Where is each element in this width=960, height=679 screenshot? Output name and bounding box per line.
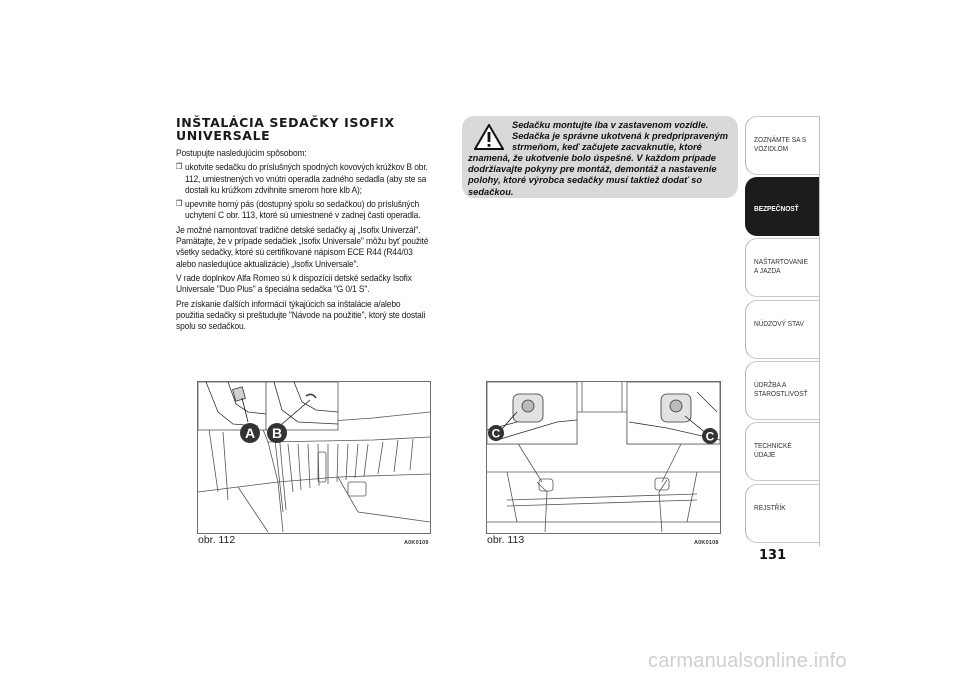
bullet-item: ❒ ukotvite sedačku do príslušných spodný… — [176, 161, 430, 195]
tab-label: NÚDZOVÝ STAV — [754, 319, 804, 328]
callout-label-a: A — [245, 425, 255, 441]
paragraph: Je možné namontovať tradičné detské seda… — [176, 223, 429, 269]
tab-label: ÚDRŽBA A STAROSTLIVOSŤ — [754, 380, 808, 398]
tab-nastartovanie[interactable]: NAŠTARTOVANIE A JAZDA — [745, 238, 820, 297]
seat-anchor-illustration: A B — [198, 382, 430, 533]
chapter-tabs: ZOZNÁMTE SA S VOZIDLOM BEZPEČNOSŤ NAŠTAR… — [745, 116, 820, 546]
figure-code: A0K0108 — [694, 540, 719, 546]
tab-label: TECHNICKÉ ÚDAJE — [754, 441, 792, 459]
warning-box: Sedačku montujte iba v zastavenom vozidl… — [462, 116, 738, 198]
tab-label: REJSTŘÍK — [754, 503, 786, 512]
tab-divider — [819, 116, 820, 546]
figure-code: A0K0109 — [404, 540, 429, 546]
bullet-text: ukotvite sedačku do príslušných spodných… — [185, 161, 428, 195]
section-heading: INŠTALÁCIA SEDAČKY ISOFIX UNIVERSALE — [176, 115, 395, 143]
warning-triangle-icon — [474, 124, 504, 150]
figure-112: A B — [197, 381, 431, 534]
warning-text: Sedačku montujte iba v zastavenom vozidl… — [468, 120, 728, 197]
checkbox-bullet-icon: ❒ — [176, 199, 183, 209]
tab-zoznamte-sa[interactable]: ZOZNÁMTE SA S VOZIDLOM — [745, 116, 820, 175]
tab-udrzba[interactable]: ÚDRŽBA A STAROSTLIVOSŤ — [745, 361, 820, 420]
tab-technicke-udaje[interactable]: TECHNICKÉ ÚDAJE — [745, 422, 820, 481]
bullet-item: ❒ upevnite horný pás (dostupný spolu so … — [176, 198, 430, 221]
tab-nudzovy-stav[interactable]: NÚDZOVÝ STAV — [745, 300, 820, 359]
figure-caption: obr. 113 — [487, 534, 525, 546]
checkbox-bullet-icon: ❒ — [176, 162, 183, 172]
page-number: 131 — [759, 548, 787, 563]
warning-text-block: Sedačku montujte iba v zastavenom vozidl… — [468, 120, 736, 198]
figure-113: C C — [486, 381, 721, 534]
paragraph: Pre získanie ďalších informácií týkajúci… — [176, 297, 426, 332]
paragraph: V rade doplnkov Alfa Romeo sú k dispozíc… — [176, 271, 412, 295]
tether-anchor-illustration: C C — [487, 382, 720, 533]
tab-rejstrik[interactable]: REJSTŘÍK — [745, 484, 820, 543]
tab-label: BEZPEČNOSŤ — [754, 204, 799, 213]
intro-text: Postupujte nasledujúcim spôsobom: — [176, 147, 307, 158]
body-text: Postupujte nasledujúcim spôsobom: ❒ ukot… — [176, 147, 430, 334]
tab-label: NAŠTARTOVANIE A JAZDA — [754, 257, 808, 275]
tab-label: ZOZNÁMTE SA S VOZIDLOM — [754, 135, 807, 153]
tab-bezpecnost[interactable]: BEZPEČNOSŤ — [745, 177, 820, 236]
watermark: carmanualsonline.info — [648, 650, 847, 672]
callout-label-c-left: C — [492, 427, 501, 441]
callout-label-c-right: C — [706, 430, 715, 444]
bullet-text: upevnite horný pás (dostupný spolu so se… — [185, 198, 421, 221]
callout-label-b: B — [272, 425, 282, 441]
figure-caption: obr. 112 — [198, 534, 236, 546]
